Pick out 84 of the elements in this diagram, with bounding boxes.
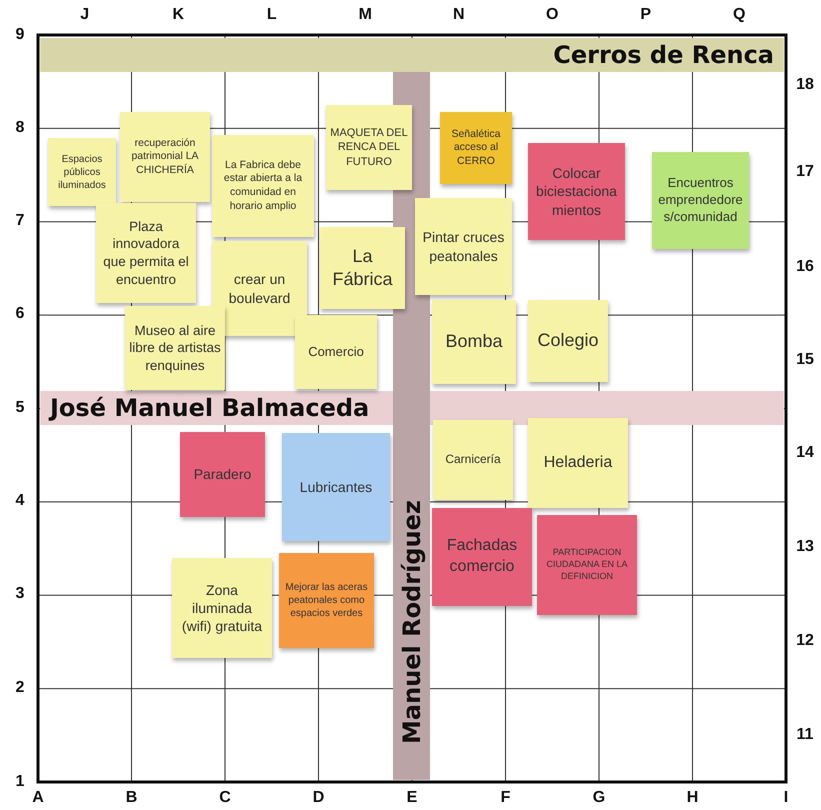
note-text: Señalética acceso al CERRO xyxy=(450,128,502,168)
note-text: crear un boulevard xyxy=(228,270,292,307)
note-text: La Fabrica debe estar abierta a la comunidad en horario amplio xyxy=(222,158,304,214)
axis-label: I xyxy=(784,789,788,807)
axis-label: 17 xyxy=(796,163,814,181)
street-name: José Manuel Balmaceda xyxy=(50,394,370,422)
sticky-note xyxy=(320,227,405,309)
note-text: Comercio xyxy=(308,344,364,360)
axis-label: K xyxy=(172,6,184,24)
axis-label: G xyxy=(592,789,606,807)
sticky-note xyxy=(433,420,513,500)
street-name: Cerros de Renca xyxy=(553,41,774,69)
axis-label: 14 xyxy=(796,444,814,462)
note-text: La Fábrica xyxy=(331,244,394,291)
note-text: Espacios públicos iluminados xyxy=(57,152,107,192)
axis-label: 15 xyxy=(796,351,814,369)
axis-label: L xyxy=(266,6,277,24)
axis-label: 16 xyxy=(796,258,814,276)
sticky-note xyxy=(279,553,374,648)
axis-label: 12 xyxy=(796,632,814,650)
axis-label: Q xyxy=(733,6,746,24)
sticky-note xyxy=(537,515,637,615)
note-text: PARTICIPACION CIUDADANA EN LA DEFINICION xyxy=(545,547,629,583)
note-text: Carnicería xyxy=(445,452,501,468)
sticky-note xyxy=(125,306,225,390)
axis-label: D xyxy=(312,789,324,807)
axis-label: 4 xyxy=(16,492,24,510)
axis-label: 7 xyxy=(16,212,24,230)
sticky-note xyxy=(432,300,516,384)
axis-label: 3 xyxy=(16,585,24,603)
axis-label: 11 xyxy=(796,726,814,744)
axis-label: 5 xyxy=(16,399,24,417)
sticky-note xyxy=(282,433,390,541)
sticky-note xyxy=(326,105,412,190)
axis-label: 13 xyxy=(796,538,814,556)
sticky-note xyxy=(96,203,196,303)
axis-label: 1 xyxy=(16,773,24,791)
note-text: Heladeria xyxy=(544,452,612,473)
axis-label: E xyxy=(406,789,418,807)
note-text: Paradero xyxy=(194,465,252,484)
axis-label: B xyxy=(126,789,138,807)
axis-label: M xyxy=(358,6,372,24)
note-text: Museo al aire libre de artistas renquines xyxy=(129,322,221,374)
axis-label: 8 xyxy=(16,119,24,137)
street-name: Manuel Rodríguez xyxy=(398,500,426,744)
note-text: Encuentros emprendedores/comunidad xyxy=(657,175,744,226)
street-band xyxy=(40,391,784,425)
axis-label: N xyxy=(452,6,465,24)
sticky-note xyxy=(440,112,512,184)
axis-label: F xyxy=(500,789,510,807)
sticky-note xyxy=(180,432,265,517)
sticky-note xyxy=(415,198,512,295)
street-band xyxy=(40,38,784,72)
axis-label: 2 xyxy=(16,679,24,697)
note-text: Mejorar las aceras peatonales como espacios verdes xyxy=(284,581,369,620)
axis-label: 18 xyxy=(796,76,814,94)
note-text: Fachadas comercio xyxy=(446,536,518,577)
sticky-note xyxy=(295,315,377,389)
sticky-note xyxy=(48,138,116,206)
sticky-note xyxy=(652,152,749,249)
axis-label: O xyxy=(546,6,558,24)
sticky-note xyxy=(172,558,272,658)
sticky-note xyxy=(528,143,625,240)
sticky-note xyxy=(120,112,210,202)
note-text: Zona iluminada (wifi) gratuita xyxy=(180,580,264,636)
axis-label: C xyxy=(219,789,231,807)
axis-label: 6 xyxy=(16,305,24,323)
note-text: MAQUETA DEL RENCA DEL FUTURO xyxy=(330,126,408,169)
sticky-note xyxy=(528,418,628,508)
axis-label: J xyxy=(80,6,90,24)
axis-label: 9 xyxy=(16,26,24,44)
axis-label: A xyxy=(32,789,44,807)
sticky-note xyxy=(432,508,532,606)
note-text: Pintar cruces peatonales xyxy=(422,228,506,265)
note-text: recuperación patrimonial LA CHICHERÍA xyxy=(130,136,200,178)
axis-label: H xyxy=(686,789,698,807)
note-text: Colocar biciestacionamientos xyxy=(535,164,618,219)
note-text: Plaza innovadora que permita el encuentro xyxy=(102,218,190,288)
axis-label: P xyxy=(640,6,652,24)
sticky-note xyxy=(528,300,608,382)
sticky-note xyxy=(212,135,314,237)
note-text: Bomba xyxy=(445,330,503,354)
note-text: Colegio xyxy=(537,329,599,352)
note-text: Lubricantes xyxy=(300,478,372,496)
